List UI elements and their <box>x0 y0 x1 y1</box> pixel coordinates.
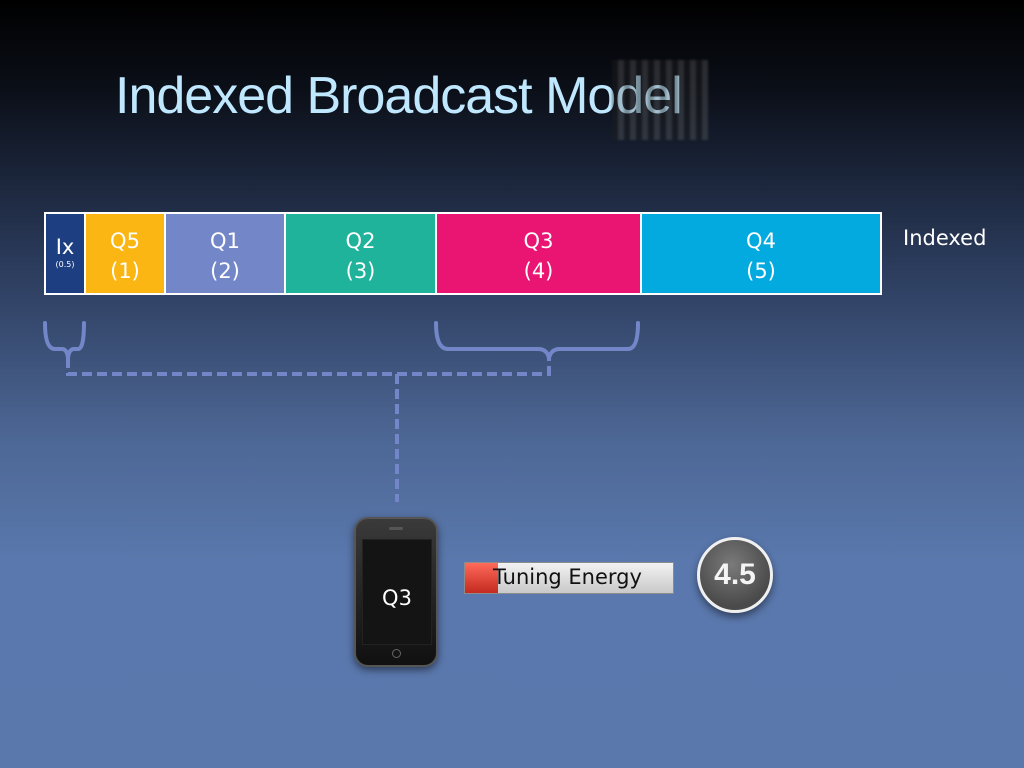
indexed-label: Indexed <box>903 226 987 250</box>
segment-index-name: Ix <box>55 235 75 259</box>
segment-q1: Q1 (2) <box>166 214 286 293</box>
tuning-energy-meter: Tuning Energy <box>464 562 674 594</box>
score-badge: 4.5 <box>697 537 773 613</box>
segment-q2: Q2 (3) <box>286 214 437 293</box>
phone-screen: Q3 <box>362 539 432 645</box>
tuning-energy-fill <box>465 563 499 593</box>
segment-q1-name: Q1 <box>210 229 240 253</box>
segment-q5-name: Q5 <box>110 229 140 253</box>
slide-title: Indexed Broadcast Model <box>115 67 683 125</box>
segment-q3-name: Q3 <box>523 229 554 253</box>
segment-index: Ix (0.5) <box>46 214 86 293</box>
segment-q4-sub: (5) <box>746 259 776 283</box>
title-artifact <box>612 60 708 140</box>
segment-q3-sub: (4) <box>523 259 554 283</box>
segment-q2-sub: (3) <box>345 259 376 283</box>
segment-index-sub: (0.5) <box>55 260 75 269</box>
bracket-q3 <box>434 321 640 359</box>
segment-q5-sub: (1) <box>110 259 140 283</box>
phone-speaker <box>389 527 403 530</box>
home-button-icon <box>392 649 401 658</box>
segment-q5: Q5 (1) <box>86 214 166 293</box>
device-query-label: Q3 <box>382 586 412 610</box>
segment-q4: Q4 (5) <box>642 214 880 293</box>
segment-q1-sub: (2) <box>210 259 240 283</box>
bracket-index <box>43 321 86 359</box>
broadcast-bar: Ix (0.5) Q5 (1) Q1 (2) Q2 (3) Q3 (4) Q4 … <box>44 212 882 295</box>
segment-q3: Q3 (4) <box>437 214 642 293</box>
connector-horizontal <box>66 358 551 376</box>
tuning-energy-label: Tuning Energy <box>493 565 642 589</box>
segment-q4-name: Q4 <box>746 229 776 253</box>
mobile-device: Q3 <box>354 517 438 667</box>
segment-q2-name: Q2 <box>345 229 376 253</box>
